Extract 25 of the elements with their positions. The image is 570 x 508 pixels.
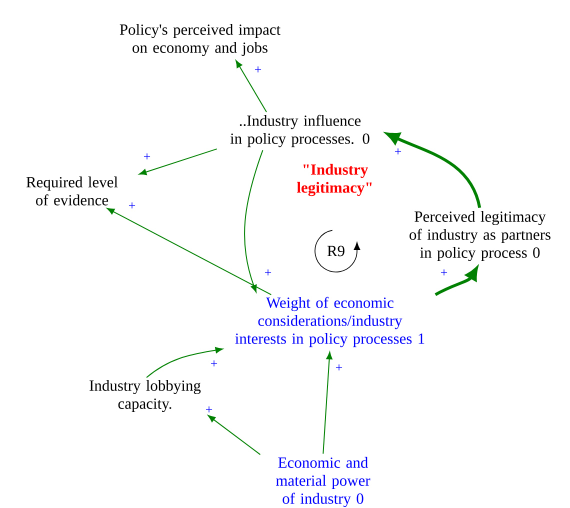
edge-label: +	[264, 268, 272, 278]
loop-title: "Industry legitimacy"	[297, 164, 372, 196]
edge-label: +	[210, 360, 218, 368]
variable-label: Perceived legitimacy of industry as partners in policy process 0	[410, 210, 550, 262]
arrow	[236, 60, 267, 112]
arrow	[208, 415, 261, 456]
arrow	[146, 347, 223, 378]
edge-label: +	[334, 364, 344, 372]
variable-label: Industry lobbying capacity.	[90, 380, 201, 412]
edge-label: +	[254, 66, 262, 74]
arrow	[106, 208, 272, 296]
edge-label: +	[142, 152, 152, 162]
edge-label: +	[204, 406, 214, 414]
variable-label: ..Industry influence in policy processes. 0	[230, 114, 370, 148]
variable-label: Economic and material power of industry 0	[276, 456, 370, 508]
variable-label: Weight of economic considerations/industry interests in policy processes 1	[235, 296, 424, 348]
arrow	[322, 352, 332, 454]
edge-label: +	[128, 202, 136, 210]
variable-label: Required level of evidence	[26, 176, 118, 206]
edge-label: +	[394, 148, 402, 156]
variable-label: Policy's perceived impact on economy and jobs	[120, 24, 281, 56]
loop-label: R9	[327, 246, 344, 256]
arrow	[386, 132, 482, 208]
arrow	[139, 148, 218, 176]
arrow	[244, 150, 264, 292]
